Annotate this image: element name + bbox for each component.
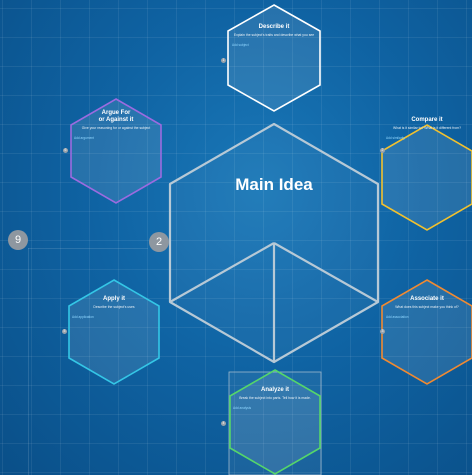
- node-associate-desc: What does this subject make you think of…: [395, 305, 459, 309]
- hexagon-describe[interactable]: [227, 4, 321, 112]
- node-describe-title: Describe it: [258, 24, 290, 30]
- node-compare[interactable]: Compare it What is it similar to? What i…: [386, 117, 468, 140]
- hexagon-argue[interactable]: [70, 98, 162, 204]
- node-associate[interactable]: Associate it What does this subject make…: [386, 296, 468, 319]
- node-argue-title-line1: Argue For: [101, 110, 131, 116]
- hexagon-associate[interactable]: [381, 279, 472, 385]
- hexagon-analyze[interactable]: [229, 369, 321, 475]
- main-idea-cube[interactable]: [168, 122, 380, 364]
- page-marker-9[interactable]: 9: [8, 230, 28, 250]
- node-compare-title: Compare it: [411, 117, 443, 123]
- page-marker-2[interactable]: 2: [149, 232, 169, 252]
- node-analyze-title: Analyze it: [260, 387, 289, 393]
- node-compare-number: 2: [380, 148, 385, 153]
- node-argue[interactable]: Argue For or Against it Give your reason…: [74, 110, 158, 140]
- node-apply-desc: Describe the subject's uses: [93, 305, 135, 309]
- node-associate-link[interactable]: Add association: [386, 315, 409, 319]
- hexagon-compare[interactable]: [381, 124, 472, 231]
- node-analyze[interactable]: Analyze it Break the subject into parts.…: [233, 387, 317, 410]
- node-describe-number: 1: [221, 58, 226, 63]
- node-apply-title: Apply it: [103, 296, 125, 302]
- selection-frame: [228, 371, 322, 475]
- node-analyze-link[interactable]: Add analysis: [233, 406, 252, 410]
- node-associate-number: 3: [380, 329, 385, 334]
- node-associate-title: Associate it: [410, 296, 444, 302]
- node-describe[interactable]: Describe it Explain the subject's traits…: [232, 24, 316, 47]
- node-argue-desc: Give your reasoning for or against the s…: [81, 126, 151, 130]
- node-argue-number: 6: [63, 148, 68, 153]
- node-analyze-desc: Break the subject into parts. Tell how i…: [239, 396, 311, 400]
- node-apply-link[interactable]: Add application: [72, 315, 94, 319]
- node-apply[interactable]: Apply it Describe the subject's uses Add…: [72, 296, 156, 319]
- frame-guide-top: [28, 248, 148, 249]
- node-apply-number: 5: [62, 329, 67, 334]
- frame-guide-left: [28, 248, 29, 475]
- main-idea-label[interactable]: Main Idea: [235, 175, 313, 194]
- node-describe-link[interactable]: Add subject: [232, 43, 249, 47]
- node-argue-link[interactable]: Add argument: [74, 136, 95, 140]
- node-compare-link[interactable]: Add similarity: [386, 136, 405, 140]
- node-argue-title-line2: or Against it: [98, 117, 134, 123]
- node-compare-desc: What is it similar to? What is it differ…: [393, 126, 461, 130]
- node-describe-desc: Explain the subject's traits and describ…: [233, 33, 315, 37]
- hexagon-apply[interactable]: [68, 279, 160, 385]
- node-analyze-number: 4: [221, 421, 226, 426]
